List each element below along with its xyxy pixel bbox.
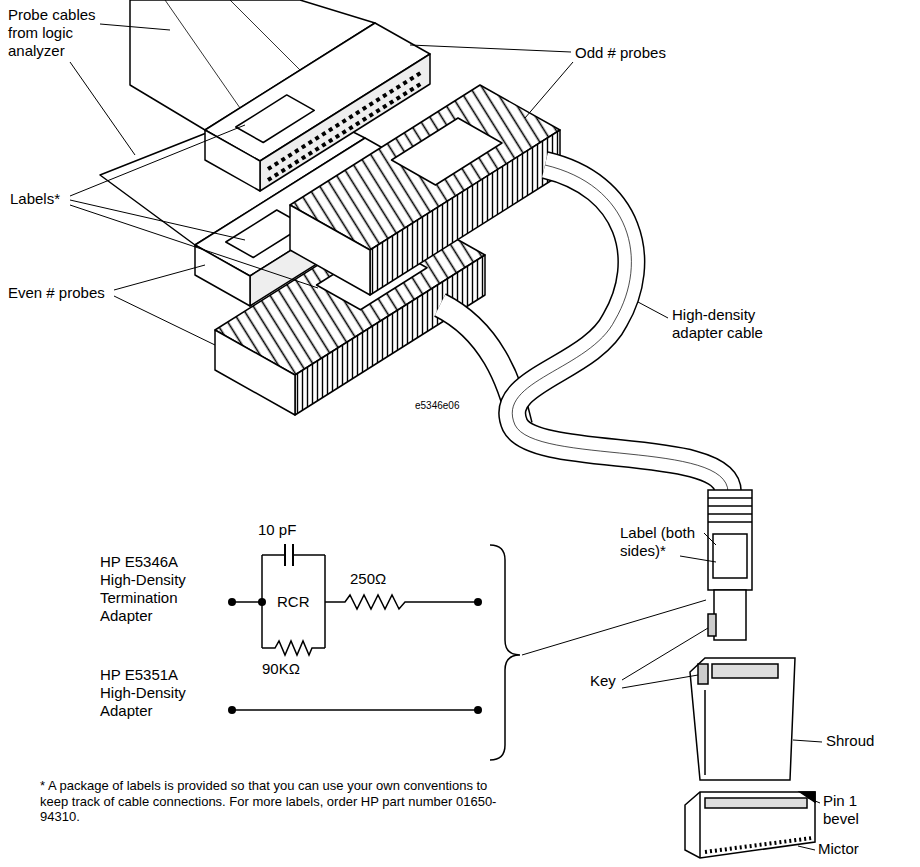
- figure-id: e5346e06: [415, 400, 460, 412]
- label-sticker: [236, 95, 315, 143]
- callout-label: High-density adapter cable: [672, 306, 802, 342]
- part-name: HP E5346A High-Density Termination Adapt…: [100, 553, 215, 625]
- ridge: [708, 513, 752, 515]
- mictor-connector: [685, 792, 815, 858]
- footnote-text: * A package of labels is provided so tha…: [40, 778, 510, 825]
- ridge: [708, 505, 752, 507]
- component-value: 90KΩ: [262, 660, 300, 678]
- component-value: 10 pF: [258, 521, 296, 539]
- key-tab: [708, 614, 716, 636]
- ridge: [708, 521, 752, 523]
- leader-line: [70, 24, 822, 850]
- component-name: RCR: [277, 593, 310, 611]
- mictor-slot: [705, 798, 807, 808]
- callout-label: Pin 1 bevel: [823, 792, 883, 828]
- callout-label: Odd # probes: [575, 44, 666, 62]
- ribbon-stripe: [230, 0, 300, 70]
- shroud: [690, 658, 795, 780]
- ribbon-stripe: [165, 0, 240, 108]
- shroud-key: [698, 664, 708, 684]
- label-recess: [713, 534, 747, 578]
- callout-label: Labels*: [10, 190, 60, 208]
- connector-side: [205, 130, 260, 191]
- adapter-body: [708, 490, 752, 590]
- label-sticker: [392, 118, 503, 185]
- callout-label: Key: [590, 672, 616, 690]
- mictor-pins: [705, 838, 812, 852]
- schematic: [232, 544, 706, 760]
- pod-side: [290, 205, 370, 295]
- ridge: [708, 497, 752, 499]
- part-name: HP E5351A High-Density Adapter: [100, 666, 215, 720]
- component-value: 250Ω: [350, 570, 386, 588]
- shroud-slot: [712, 664, 778, 678]
- mictor-edge: [699, 792, 701, 858]
- node-dot: [228, 598, 482, 714]
- callout-label: Shroud: [826, 732, 874, 750]
- callout-label: Label (both sides)*: [620, 524, 730, 560]
- callout-label: Mictor: [818, 840, 859, 858]
- callout-label: Probe cables from logic analyzer: [8, 6, 118, 60]
- callout-label: Even # probes: [8, 284, 105, 302]
- connector-side: [195, 245, 250, 306]
- pod-side: [215, 330, 295, 415]
- adapter-plug: [714, 590, 746, 640]
- shroud-edge: [704, 690, 706, 775]
